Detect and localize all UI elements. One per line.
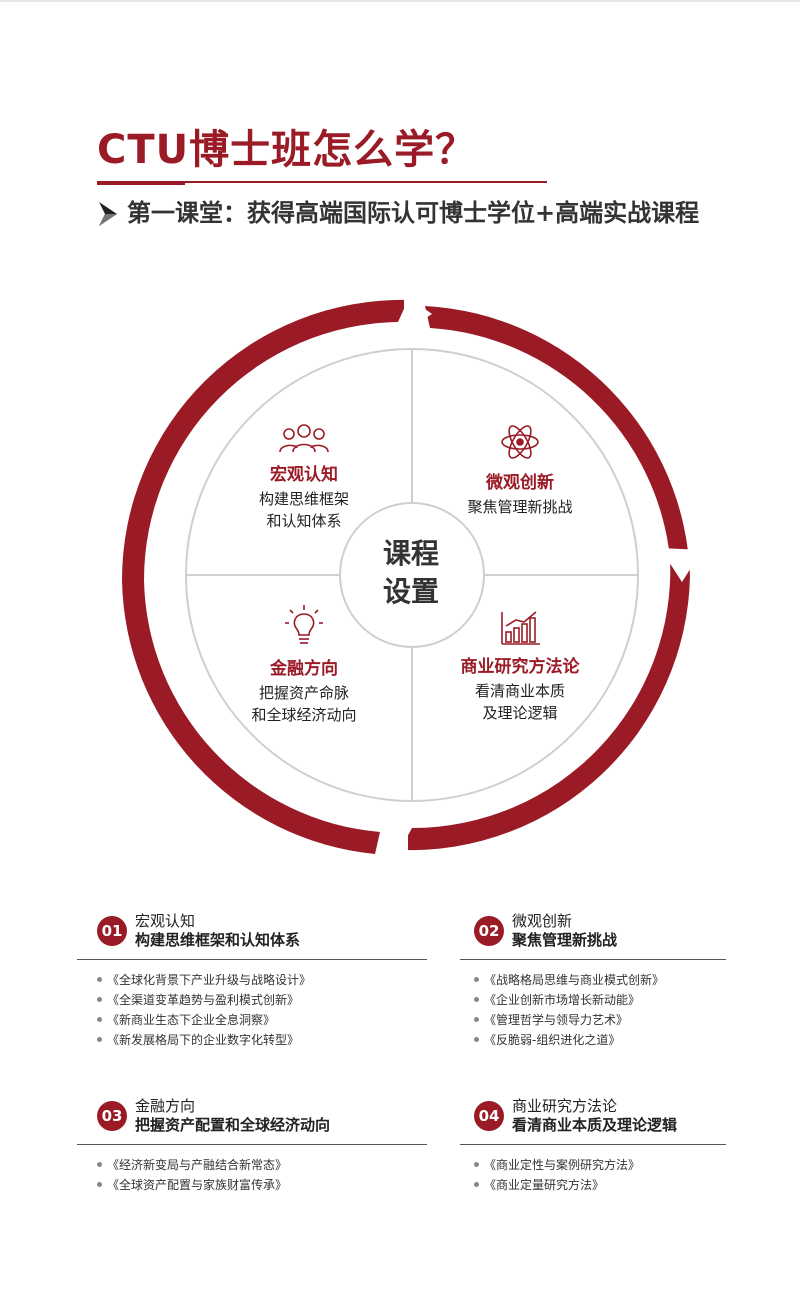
quadrant-title: 微观创新 bbox=[486, 473, 554, 493]
course-list: 《战略格局思维与商业模式创新》 《企业创新市场增长新动能》 《管理哲学与领导力艺… bbox=[474, 970, 664, 1050]
bar-chart-icon bbox=[501, 611, 540, 645]
quadrant-desc-line1: 构建思维框架 bbox=[258, 490, 349, 508]
list-item: 《经济新变局与产融结合新常态》 bbox=[97, 1155, 287, 1175]
quadrant-desc-line1: 看清商业本质 bbox=[474, 682, 565, 700]
course-list: 《全球化背景下产业升级与战略设计》 《全渠道变革趋势与盈利模式创新》 《新商业生… bbox=[97, 970, 311, 1050]
block-number-badge: 01 bbox=[97, 916, 127, 946]
block-subtitle: 构建思维框架和认知体系 bbox=[135, 931, 301, 949]
quadrant-macro: 宏观认知 构建思维框架 和认知体系 bbox=[204, 422, 404, 532]
block-header: 02 微观创新 聚焦管理新挑战 bbox=[474, 912, 800, 956]
block-subtitle: 看清商业本质及理论逻辑 bbox=[512, 1116, 678, 1134]
diamond-bullet-icon bbox=[99, 202, 117, 226]
list-item: 《商业定性与案例研究方法》 bbox=[474, 1155, 640, 1175]
list-item: 《反脆弱-组织进化之道》 bbox=[474, 1030, 664, 1050]
block-subtitle: 聚焦管理新挑战 bbox=[512, 931, 618, 949]
people-group-icon bbox=[279, 424, 329, 453]
course-wheel-diagram bbox=[121, 294, 702, 860]
quadrant-desc-line1: 把握资产命脉 bbox=[258, 684, 349, 702]
block-divider bbox=[77, 959, 427, 960]
course-block-04: 04 商业研究方法论 看清商业本质及理论逻辑 《商业定性与案例研究方法》 《商业… bbox=[460, 1097, 800, 1192]
quadrant-title: 商业研究方法论 bbox=[460, 657, 580, 677]
block-header: 04 商业研究方法论 看清商业本质及理论逻辑 bbox=[474, 1097, 800, 1141]
center-label-line1: 课程 bbox=[382, 537, 439, 570]
course-block-03: 03 金融方向 把握资产配置和全球经济动向 《经济新变局与产融结合新常态》 《全… bbox=[77, 1097, 427, 1192]
quadrant-desc-line2: 及理论逻辑 bbox=[482, 704, 558, 722]
atom-icon bbox=[501, 425, 539, 459]
quadrant-title: 金融方向 bbox=[270, 659, 338, 679]
list-item: 《全球化背景下产业升级与战略设计》 bbox=[97, 970, 311, 990]
quadrant-research: 商业研究方法论 看清商业本质 及理论逻辑 bbox=[420, 610, 620, 724]
block-divider bbox=[460, 959, 726, 960]
list-item: 《管理哲学与领导力艺术》 bbox=[474, 1010, 664, 1030]
block-number-badge: 02 bbox=[474, 916, 504, 946]
title-underline bbox=[97, 181, 547, 183]
ring-arrow-top bbox=[404, 294, 432, 332]
quadrant-desc-line2: 和全球经济动向 bbox=[251, 706, 357, 724]
list-item: 《战略格局思维与商业模式创新》 bbox=[474, 970, 664, 990]
block-title: 金融方向 bbox=[135, 1097, 196, 1115]
list-item: 《新发展格局下的企业数字化转型》 bbox=[97, 1030, 311, 1050]
center-label-line2: 设置 bbox=[382, 575, 439, 608]
center-circle bbox=[339, 502, 485, 648]
block-number-badge: 04 bbox=[474, 1101, 504, 1131]
block-title: 微观创新 bbox=[512, 912, 573, 930]
top-divider bbox=[0, 0, 800, 2]
page-subtitle: 第一课堂：获得高端国际认可博士学位+高端实战课程 bbox=[127, 199, 700, 227]
outer-ring-arc-right bbox=[425, 306, 690, 576]
page-title: CTU博士班怎么学？ bbox=[97, 127, 477, 173]
block-header: 03 金融方向 把握资产配置和全球经济动向 bbox=[97, 1097, 427, 1141]
ring-arrow-bottom bbox=[380, 820, 408, 860]
block-number-badge: 03 bbox=[97, 1101, 127, 1131]
title-underline-accent bbox=[97, 181, 185, 185]
quadrant-finance: 金融方向 把握资产命脉 和全球经济动向 bbox=[204, 604, 404, 726]
wheel-center-label: 课程 设置 bbox=[341, 535, 481, 611]
course-list: 《经济新变局与产融结合新常态》 《全球资产配置与家族财富传承》 bbox=[97, 1155, 287, 1195]
list-item: 《企业创新市场增长新动能》 bbox=[474, 990, 664, 1010]
list-item: 《全球资产配置与家族财富传承》 bbox=[97, 1175, 287, 1195]
outer-ring bbox=[121, 294, 702, 860]
block-divider bbox=[460, 1144, 726, 1145]
block-title: 商业研究方法论 bbox=[512, 1097, 618, 1115]
list-item: 《商业定量研究方法》 bbox=[474, 1175, 640, 1195]
block-subtitle: 把握资产配置和全球经济动向 bbox=[135, 1116, 331, 1134]
quadrant-micro: 微观创新 聚焦管理新挑战 bbox=[420, 422, 620, 518]
quadrant-desc-line1: 聚焦管理新挑战 bbox=[467, 498, 573, 516]
quadrant-desc-line2: 和认知体系 bbox=[266, 512, 342, 530]
quadrant-title: 宏观认知 bbox=[270, 465, 338, 485]
lightbulb-icon bbox=[285, 605, 323, 644]
block-title: 宏观认知 bbox=[135, 912, 196, 930]
course-block-02: 02 微观创新 聚焦管理新挑战 《战略格局思维与商业模式创新》 《企业创新市场增… bbox=[460, 912, 800, 1047]
list-item: 《新商业生态下企业全息洞察》 bbox=[97, 1010, 311, 1030]
block-header: 01 宏观认知 构建思维框架和认知体系 bbox=[97, 912, 427, 956]
block-divider bbox=[77, 1144, 427, 1145]
list-item: 《全渠道变革趋势与盈利模式创新》 bbox=[97, 990, 311, 1010]
course-list: 《商业定性与案例研究方法》 《商业定量研究方法》 bbox=[474, 1155, 640, 1195]
course-block-01: 01 宏观认知 构建思维框架和认知体系 《全球化背景下产业升级与战略设计》 《全… bbox=[77, 912, 427, 1047]
